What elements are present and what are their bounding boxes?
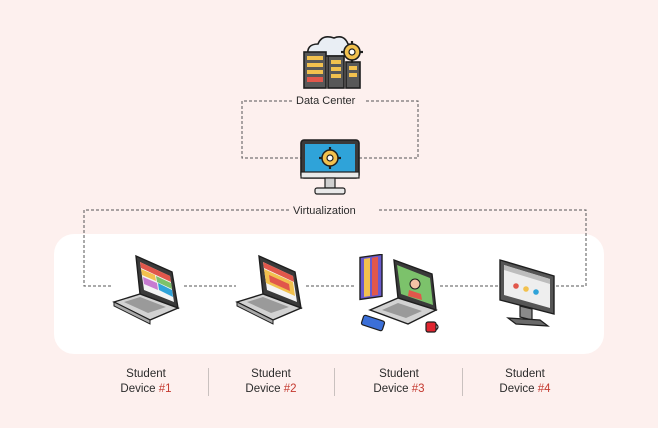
device-number: #2 — [283, 383, 297, 395]
student-device-1-label: Student Device #1 — [86, 367, 206, 397]
device-number: #3 — [411, 383, 425, 395]
connector-datacenter-right — [358, 100, 419, 159]
label-divider — [334, 368, 335, 396]
student-device-3-label: Student Device #3 — [339, 367, 459, 397]
data-center-label: Data Center — [292, 94, 360, 108]
label-divider — [208, 368, 209, 396]
virtualization-label: Virtualization — [289, 204, 360, 218]
connector-virtualization-left — [83, 209, 289, 287]
laptop-icon — [235, 254, 303, 325]
device-prefix: Device — [499, 383, 538, 395]
device-line2: Device #3 — [339, 382, 459, 397]
device-prefix: Device — [120, 383, 159, 395]
device-prefix: Device — [245, 383, 284, 395]
device-line1: Student — [126, 368, 166, 380]
device-number: #1 — [158, 383, 172, 395]
laptop-books-icon — [359, 254, 439, 333]
connector-datacenter-left — [241, 100, 304, 159]
label-divider — [462, 368, 463, 396]
monitor-gear-icon — [300, 139, 360, 195]
device-line2: Device #4 — [465, 382, 585, 397]
device-prefix: Device — [373, 383, 412, 395]
device-line1: Student — [379, 368, 419, 380]
device-number: #4 — [537, 383, 551, 395]
device-line2: Device #1 — [86, 382, 206, 397]
server-cloud-gear-icon — [303, 36, 363, 89]
device-line1: Student — [251, 368, 291, 380]
laptop-icon — [112, 254, 180, 325]
connector-virtualization-right — [379, 209, 587, 287]
device-line1: Student — [505, 368, 545, 380]
student-device-2-label: Student Device #2 — [211, 367, 331, 397]
device-line2: Device #2 — [211, 382, 331, 397]
student-device-4-label: Student Device #4 — [465, 367, 585, 397]
imac-icon — [499, 259, 555, 327]
